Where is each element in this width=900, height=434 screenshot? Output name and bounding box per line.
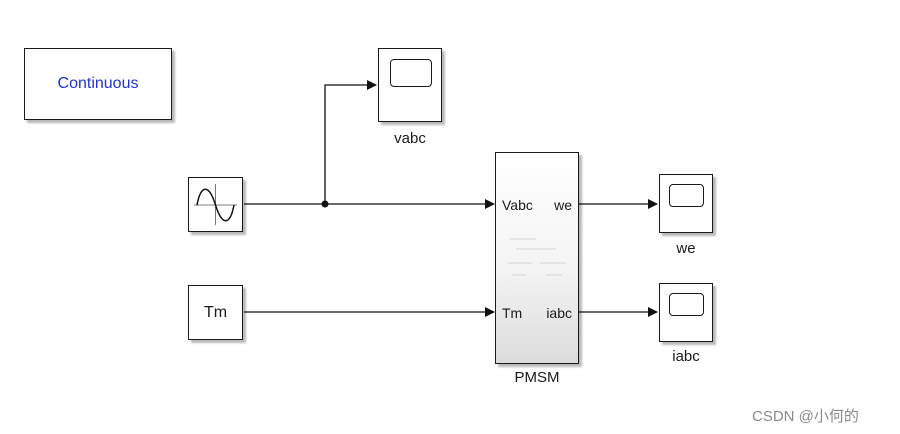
scope-icon xyxy=(669,293,704,316)
pmsm-input-vabc: Vabc xyxy=(502,197,533,213)
vabc-scope-block[interactable] xyxy=(378,48,442,122)
vabc-scope-name: vabc xyxy=(394,130,426,147)
pmsm-faint-icon xyxy=(508,238,566,276)
pmsm-output-iabc: iabc xyxy=(546,305,572,321)
sine-source-block[interactable] xyxy=(188,177,243,232)
scope-icon xyxy=(669,184,704,207)
sine-wave-icon xyxy=(194,184,237,225)
scope-icon xyxy=(390,59,432,87)
iabc-scope-name: iabc xyxy=(672,348,700,365)
pmsm-input-tm: Tm xyxy=(502,305,523,321)
branch-point xyxy=(321,200,329,208)
powergui-block[interactable]: Continuous xyxy=(24,48,172,120)
watermark: CSDN @小何的 xyxy=(752,408,859,425)
torque-input-block[interactable]: Tm xyxy=(188,285,243,340)
we-scope-block[interactable] xyxy=(659,174,713,233)
pmsm-block[interactable]: Vabc we Tm iabc xyxy=(495,152,579,364)
iabc-scope-block[interactable] xyxy=(659,283,713,342)
torque-input-label: Tm xyxy=(203,303,228,321)
we-scope-name: we xyxy=(676,240,696,257)
pmsm-output-we: we xyxy=(554,197,572,213)
powergui-label: Continuous xyxy=(57,75,139,92)
line-branch-to-vabc-scope[interactable] xyxy=(324,80,377,204)
pmsm-block-name: PMSM xyxy=(514,369,560,386)
